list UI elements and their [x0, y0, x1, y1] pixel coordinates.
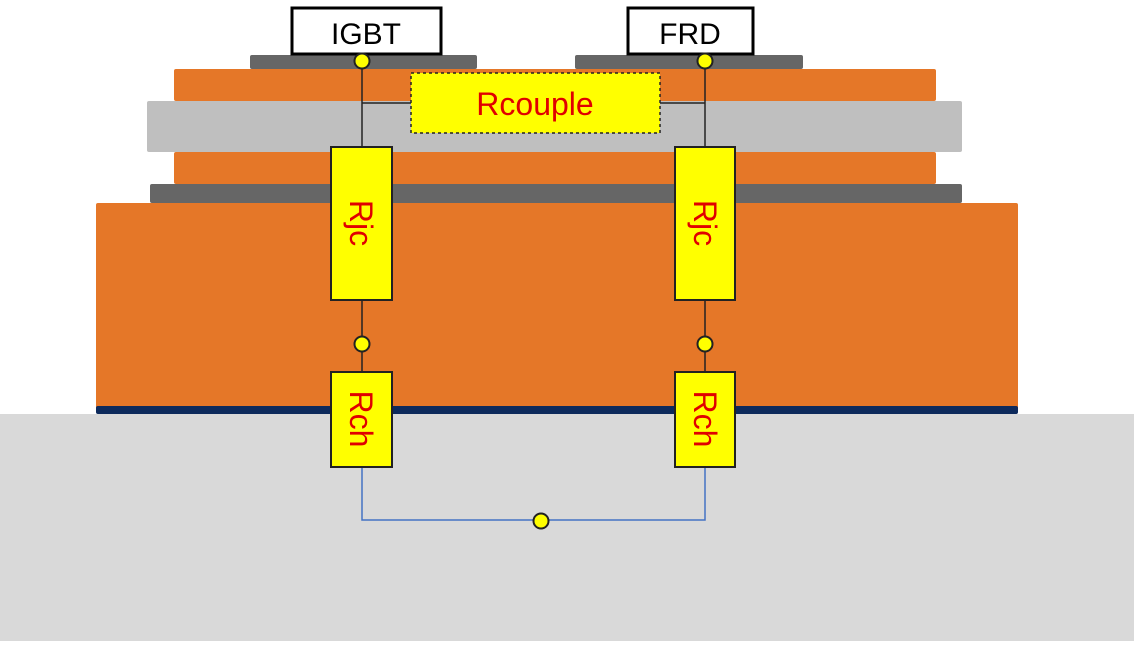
rch-label-frd: Rch [687, 391, 723, 448]
frd-label: FRD [659, 18, 721, 51]
rcouple-label: Rcouple [476, 86, 593, 122]
igbt-case-node [353, 335, 371, 353]
dbc-lower-copper [174, 152, 936, 184]
rjc-resistor-frd [674, 146, 736, 301]
thermal-grease-layer [96, 406, 1018, 414]
igbt-label: IGBT [331, 18, 401, 51]
frd-junction-node [696, 52, 714, 70]
rch-resistor-igbt [330, 371, 393, 468]
frd-case-node [696, 335, 714, 353]
frd-label-box [626, 6, 755, 56]
heatsink [0, 414, 1134, 641]
rch-resistor-frd [674, 371, 736, 468]
igbt-junction-node [353, 52, 371, 70]
ambient-node [532, 512, 550, 530]
rch-label-igbt: Rch [343, 391, 379, 448]
frd-chip-pad [575, 55, 803, 69]
igbt-label-box [290, 6, 443, 56]
base-plate [96, 203, 1018, 410]
rjc-resistor-igbt [330, 146, 393, 301]
substrate-solder-layer [150, 184, 962, 203]
rjc-label-igbt: Rjc [343, 200, 379, 246]
rjc-label-frd: Rjc [687, 200, 723, 246]
rcouple-resistor [410, 72, 661, 134]
